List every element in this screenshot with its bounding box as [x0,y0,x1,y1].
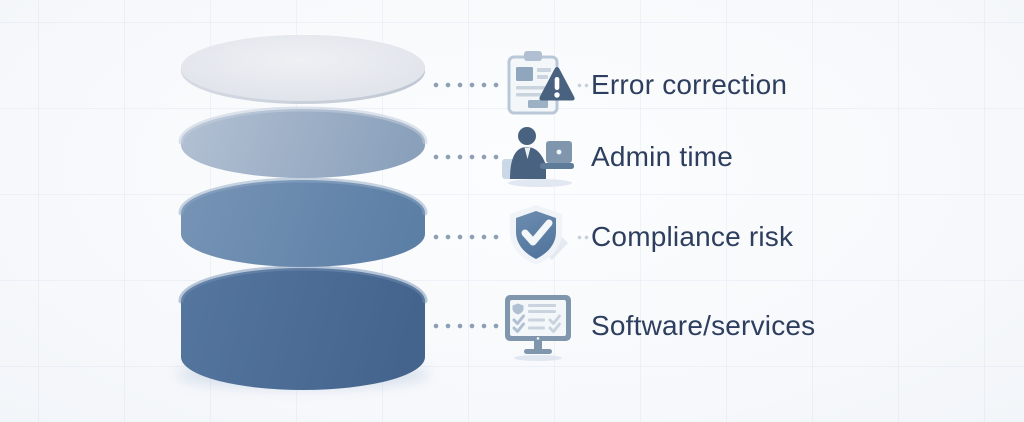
screen-check [548,322,561,333]
monitor-base [524,349,552,354]
clipboard-warning-graphic [507,51,575,115]
legend-label: Compliance risk [591,221,794,252]
dotted-connector [430,323,500,329]
clipboard-text-line [516,93,548,97]
person-head [518,127,536,145]
warning-exclamation-dot [554,92,560,98]
cylinder-layer-4 [181,268,425,390]
cylinder-layer-3-rim [178,177,428,216]
person-body [510,147,546,179]
dotted-connector [430,82,500,88]
screen-text-line [528,326,545,330]
monitor-checklist-icon [500,288,576,364]
checkmark [521,219,553,246]
legend-label: Software/services [591,310,816,341]
monitor-screen [510,300,566,336]
cylinder-layer-4-rim [178,265,428,304]
legend-item-software-services: Software/services [430,288,815,364]
clipboard-warning-icon [500,47,576,123]
monitor-stand [534,341,542,349]
screen-check [512,314,525,325]
dotted-connector-tail [576,234,590,240]
cylinder-top-face [181,35,425,101]
cylinder-layer-2 [181,109,425,178]
dotted-connector [430,234,500,240]
shield-check-icon [500,199,576,275]
legend-item-admin-time: Admin time [430,119,733,195]
monitor-power-dot [536,337,540,340]
clipboard-text-line [516,86,548,90]
cylinder-layer-3 [181,180,425,267]
clipboard-clip [524,51,542,61]
laptop-logo-dot [556,149,562,155]
clipboard-footer-block [528,100,548,108]
laptop-base [540,163,574,169]
screen-check [548,314,561,325]
icon-ground-shadow [514,355,562,361]
person-tie [524,147,531,159]
clipboard-image-block [516,67,533,81]
person-laptop-graphic [502,127,574,187]
screen-check [512,322,525,333]
warning-exclamation-bar [554,77,560,90]
monitor-checklist-graphic [505,295,571,361]
person-laptop-icon [500,119,576,195]
dotted-connector-tail [576,82,590,88]
clipboard-text-line [537,68,551,72]
screen-badge [512,303,524,315]
legend-label: Admin time [591,141,734,172]
screen-text-line [528,318,545,322]
icon-ground-shadow [508,179,572,187]
screen-text-line [528,310,556,313]
clipboard-text-line [537,75,548,79]
cylinder-layer-2-rim [178,106,428,145]
legend-label: Error correction [591,69,788,100]
shield-check-graphic [510,205,568,265]
dotted-connector [430,154,500,160]
legend-item-compliance-risk: Compliance risk [430,199,793,275]
legend-item-error-correction: Error correction [430,47,787,123]
screen-text-line [528,304,556,307]
